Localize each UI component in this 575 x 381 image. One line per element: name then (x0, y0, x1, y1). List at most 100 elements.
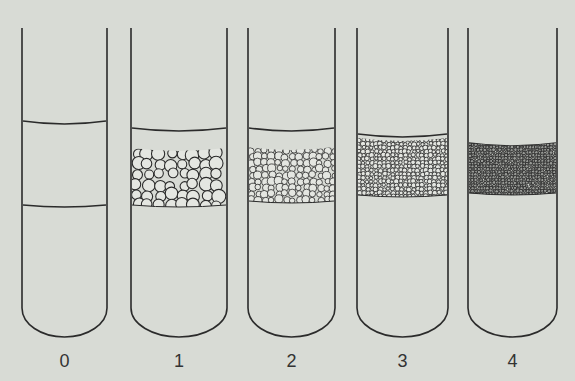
bubble (535, 182, 537, 184)
bubble (411, 153, 415, 157)
bubble (531, 173, 534, 176)
liquid-surface (358, 134, 447, 137)
bubble (501, 143, 504, 146)
bubble (416, 164, 420, 168)
bubble (502, 149, 505, 152)
bubble (415, 190, 419, 194)
bubble (155, 181, 166, 192)
bubble (378, 164, 382, 168)
bubble (511, 143, 514, 146)
bubble (486, 154, 489, 157)
bubble (365, 142, 370, 147)
bubble (547, 148, 550, 151)
bubble (324, 186, 330, 192)
bubble (302, 172, 308, 178)
bubble (365, 156, 370, 161)
bubble (282, 179, 288, 185)
bubble (402, 137, 407, 142)
bubble (275, 195, 283, 203)
bubble (189, 157, 201, 169)
bubble (399, 142, 403, 146)
bubble (437, 176, 440, 179)
bubble (267, 190, 274, 197)
bubble (316, 153, 322, 159)
bubble (489, 151, 492, 154)
bubble (378, 173, 382, 177)
bubble (543, 189, 546, 192)
bubble (504, 172, 508, 176)
bubble (291, 159, 298, 166)
bubble (522, 143, 525, 146)
bubble (514, 144, 517, 147)
bubble (297, 166, 304, 173)
bubble (275, 159, 281, 165)
bubble (554, 148, 557, 151)
bubble (142, 179, 155, 192)
bubble (297, 160, 303, 166)
bubble (281, 190, 287, 196)
bubble (153, 199, 164, 210)
bubble (403, 183, 408, 188)
liquid-surface (132, 128, 226, 131)
foam-layer (467, 142, 557, 196)
bubble (553, 184, 556, 187)
bubble (312, 147, 318, 153)
bubble (498, 142, 502, 146)
bubble (407, 164, 411, 168)
bubble (486, 162, 489, 165)
bubble (375, 169, 378, 172)
foam-layer (356, 137, 450, 200)
bubble (386, 187, 389, 190)
bubble (370, 173, 374, 177)
bubble (382, 145, 387, 150)
bubble (545, 173, 548, 176)
foam-bottom (358, 195, 447, 197)
bubble (523, 167, 526, 170)
test-tube (467, 28, 557, 337)
bubble (198, 147, 210, 159)
bubble (553, 190, 556, 193)
liquid-surface (249, 128, 334, 131)
bubble (395, 186, 400, 191)
bubble (431, 145, 436, 150)
bubble (519, 143, 523, 147)
bubble (309, 191, 315, 197)
tube-number: 1 (174, 352, 184, 370)
foam-bottom (132, 205, 226, 207)
test-tube (22, 28, 107, 337)
bubble (532, 153, 535, 156)
bubble (480, 168, 483, 171)
bubble (481, 181, 484, 184)
bubble (383, 188, 386, 191)
bubble (361, 186, 366, 191)
bubble (391, 153, 395, 157)
bubble (550, 157, 553, 160)
bubble (277, 165, 282, 170)
bubble (511, 151, 514, 154)
tube-outline (131, 28, 227, 337)
bubble (366, 161, 370, 165)
bubble (424, 137, 429, 142)
bubble (416, 172, 420, 176)
bubble (480, 143, 483, 146)
bubble (428, 153, 433, 158)
bubble (408, 138, 412, 142)
bubble (151, 147, 164, 160)
bubble (154, 169, 163, 178)
bubble (288, 189, 296, 197)
bubble (445, 157, 450, 162)
bubble (544, 184, 546, 186)
bubble (260, 190, 268, 198)
bubble (526, 143, 529, 146)
bubble (511, 159, 514, 162)
bubble (540, 172, 544, 176)
bubble (403, 175, 407, 179)
bubble (378, 184, 381, 187)
foam-layer (246, 146, 338, 205)
bubble (416, 142, 419, 145)
bubble (428, 175, 432, 179)
bubble (489, 168, 491, 170)
bubble (394, 168, 398, 172)
bubble (416, 149, 419, 152)
